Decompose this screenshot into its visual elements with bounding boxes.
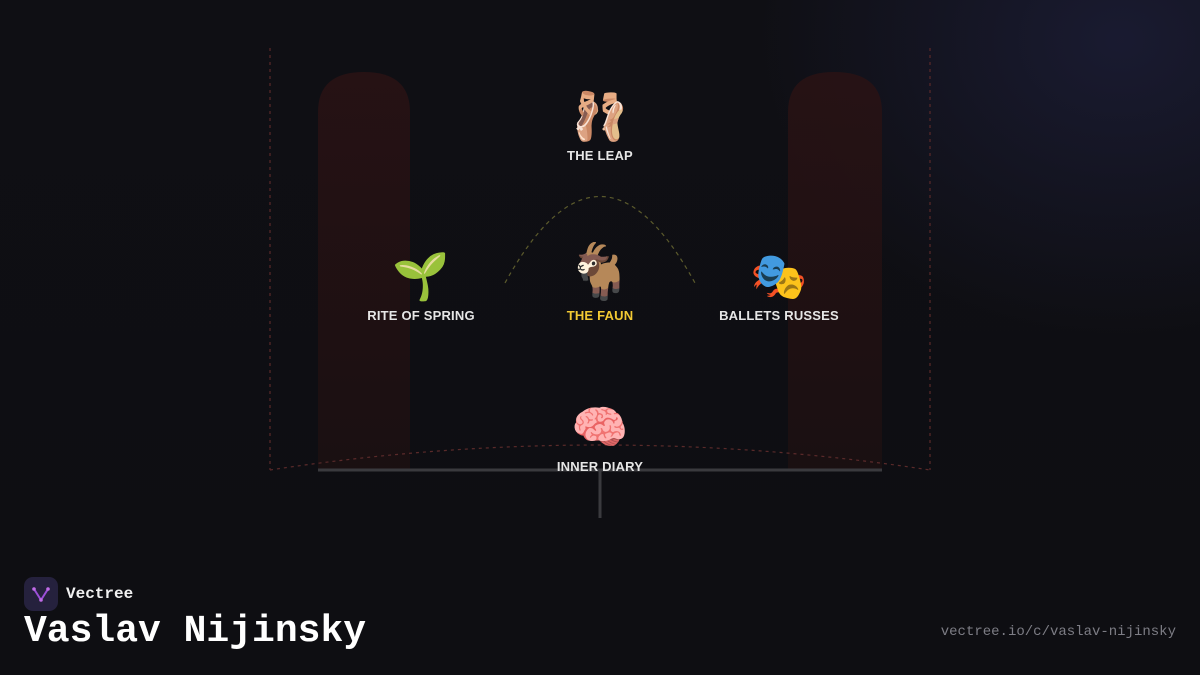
ballet-shoes-icon: 🩰 <box>571 89 629 143</box>
node-the-leap[interactable]: 🩰 THE LEAP <box>510 88 690 163</box>
page-title: Vaslav Nijinsky <box>24 610 367 653</box>
theater-masks-icon: 🎭 <box>750 249 808 303</box>
seedling-icon: 🌱 <box>392 249 450 303</box>
right-curtain <box>788 72 882 470</box>
node-the-faun[interactable]: 🐐 THE FAUN <box>510 240 690 323</box>
vectree-logo-icon <box>24 577 58 611</box>
goat-icon: 🐐 <box>566 240 634 303</box>
brain-icon: 🧠 <box>571 400 629 454</box>
node-label: THE FAUN <box>566 308 634 323</box>
node-label: THE LEAP <box>567 148 633 163</box>
node-ballets-russes[interactable]: 🎭 BALLETS RUSSES <box>689 248 869 323</box>
node-rite-of-spring[interactable]: 🌱 RITE OF SPRING <box>331 248 511 323</box>
node-inner-diary[interactable]: 🧠 INNER DIARY <box>510 399 690 474</box>
node-label: RITE OF SPRING <box>367 308 475 323</box>
left-curtain <box>318 72 410 470</box>
node-label: BALLETS RUSSES <box>719 308 839 323</box>
page-url[interactable]: vectree.io/c/vaslav-nijinsky <box>940 624 1176 640</box>
node-label: INNER DIARY <box>556 459 644 474</box>
brand-name: Vectree <box>66 585 134 603</box>
stage-floor-arc <box>269 444 931 471</box>
brand[interactable]: Vectree <box>24 577 133 611</box>
